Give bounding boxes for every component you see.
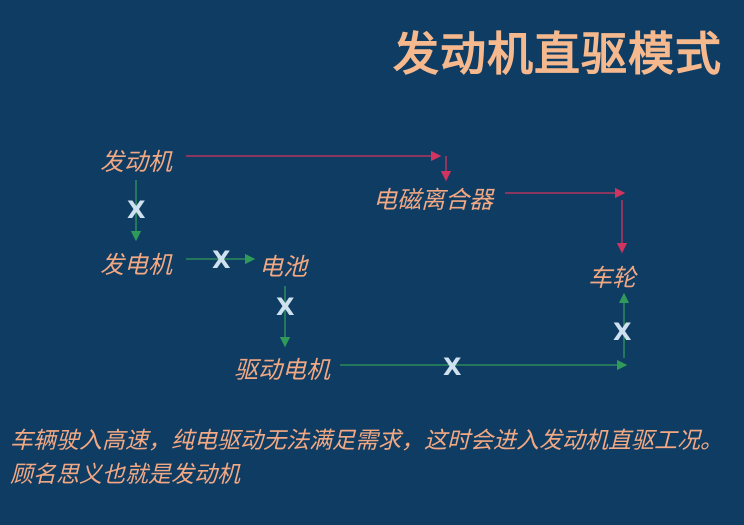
block-mark-engine-generator: X (127, 196, 146, 224)
block-mark-motor-wheel-vertical: X (613, 318, 632, 346)
node-generator: 发电机 (100, 251, 172, 279)
node-clutch: 电磁离合器 (373, 186, 493, 214)
page-title: 发动机直驱模式 (393, 27, 722, 81)
node-engine: 发动机 (100, 148, 172, 176)
node-battery: 电池 (259, 253, 307, 281)
block-mark-motor-wheel: X (443, 353, 462, 381)
node-motor: 驱动电机 (234, 356, 330, 384)
block-mark-battery-motor: X (276, 293, 295, 321)
node-wheel: 车轮 (588, 264, 636, 292)
block-mark-generator-battery: X (212, 246, 231, 274)
caption-text: 车辆驶入高速，纯电驱动无法满足需求，这时会进入发动机直驱工况。顾名思义也就是发动… (10, 428, 723, 488)
